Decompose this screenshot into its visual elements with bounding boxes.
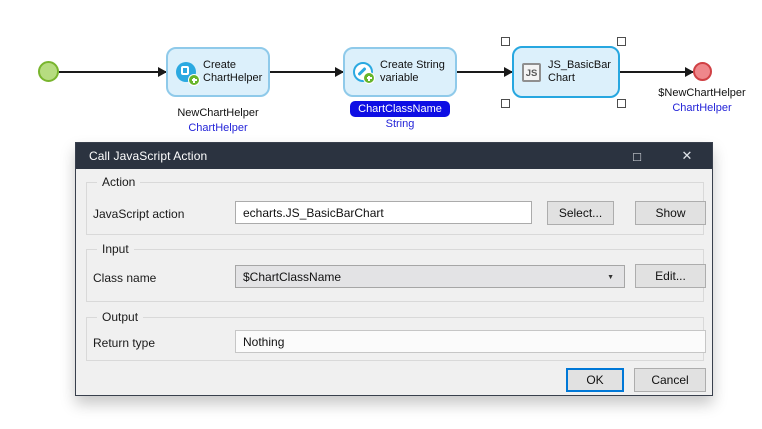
select-button[interactable]: Select... xyxy=(547,201,614,225)
group-label: Action xyxy=(97,175,141,189)
javascript-action-field[interactable]: echarts.JS_BasicBarChart xyxy=(235,201,532,224)
javascript-action-label: JavaScript action xyxy=(93,207,185,221)
group-label: Input xyxy=(97,242,134,256)
class-name-dropdown[interactable]: $ChartClassName ▼ xyxy=(235,265,625,288)
activity-create-charthelper[interactable]: Create ChartHelper xyxy=(166,47,270,97)
object-glyph-icon xyxy=(181,66,189,75)
maximize-icon: □ xyxy=(633,148,641,164)
end-event-caption: $NewChartHelper ChartHelper xyxy=(646,86,758,116)
cancel-button[interactable]: Cancel xyxy=(634,368,706,392)
call-javascript-action-dialog: Call JavaScript Action □ ✕ Action JavaSc… xyxy=(75,142,713,396)
show-button-label: Show xyxy=(655,206,686,220)
activity-caption: NewChartHelper ChartHelper xyxy=(160,106,276,136)
maximize-button[interactable]: □ xyxy=(620,143,654,169)
edit-button-label: Edit... xyxy=(655,269,686,283)
class-name-value: $ChartClassName xyxy=(243,269,342,284)
plus-badge-icon xyxy=(363,72,375,84)
select-button-label: Select... xyxy=(558,206,603,220)
chevron-down-icon: ▼ xyxy=(607,274,614,281)
activity-js-basicbarchart[interactable]: JS JS_BasicBarChart xyxy=(512,46,620,98)
variable-type: String xyxy=(385,118,415,130)
plus-badge-icon xyxy=(188,74,200,86)
flow-connector[interactable] xyxy=(620,67,694,77)
create-variable-icon xyxy=(353,62,375,84)
selection-handle[interactable] xyxy=(617,99,626,108)
flow-connector[interactable] xyxy=(270,67,344,77)
selection-handle[interactable] xyxy=(501,37,510,46)
return-type-field: Nothing xyxy=(235,330,706,353)
class-name-label: Class name xyxy=(93,271,157,285)
ok-button-label: OK xyxy=(586,373,604,387)
return-type-label: Return type xyxy=(93,336,156,350)
create-object-icon xyxy=(176,62,200,86)
variable-name: $NewChartHelper xyxy=(658,87,746,99)
arrowhead-icon xyxy=(504,67,513,77)
javascript-action-icon: JS xyxy=(522,62,541,82)
javascript-action-value: echarts.JS_BasicBarChart xyxy=(243,205,384,220)
dialog-title: Call JavaScript Action xyxy=(89,149,208,163)
show-button[interactable]: Show xyxy=(635,201,706,225)
start-event[interactable] xyxy=(38,61,59,82)
selection-handle[interactable] xyxy=(617,37,626,46)
close-icon: ✕ xyxy=(681,148,693,163)
cancel-button-label: Cancel xyxy=(651,373,689,387)
activity-title: JS_BasicBarChart xyxy=(548,59,611,84)
ok-button[interactable]: OK xyxy=(566,368,624,392)
arrowhead-icon xyxy=(335,67,344,77)
variable-name: NewChartHelper xyxy=(177,107,259,119)
flow-connector[interactable] xyxy=(59,67,167,77)
arrowhead-icon xyxy=(685,67,694,77)
group-label: Output xyxy=(97,310,144,324)
activity-create-string-variable[interactable]: Create String variable xyxy=(343,47,457,97)
activity-caption: ChartClassName String xyxy=(341,101,459,132)
edit-button[interactable]: Edit... xyxy=(635,264,706,288)
end-event[interactable] xyxy=(693,62,712,81)
variable-type: ChartHelper xyxy=(188,122,248,134)
selection-handle[interactable] xyxy=(501,99,510,108)
return-type-value: Nothing xyxy=(243,334,285,349)
activity-title: Create ChartHelper xyxy=(203,59,263,84)
arrowhead-icon xyxy=(158,67,167,77)
variable-badge: ChartClassName xyxy=(350,101,450,117)
dialog-titlebar[interactable]: Call JavaScript Action xyxy=(76,143,712,169)
activity-title: Create String variable xyxy=(380,59,445,84)
flow-connector[interactable] xyxy=(457,67,513,77)
close-button[interactable]: ✕ xyxy=(670,143,704,169)
variable-type: ChartHelper xyxy=(672,102,732,114)
